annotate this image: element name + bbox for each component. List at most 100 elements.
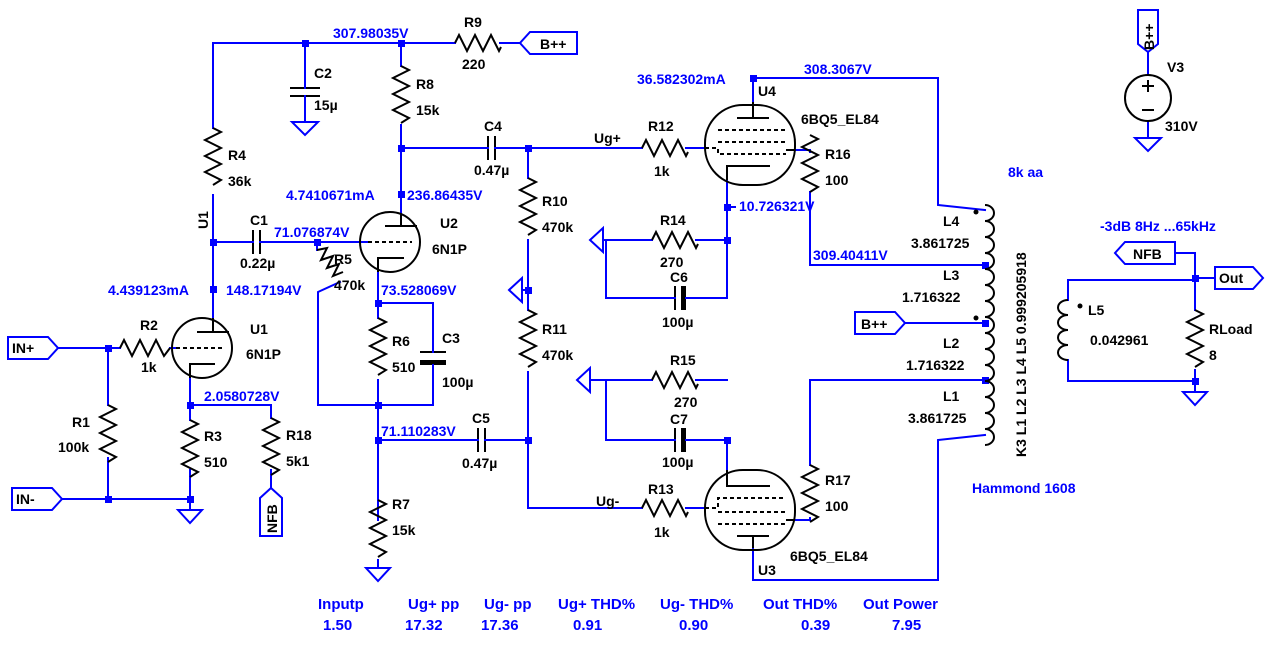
- voltage-b-plus-rail: 307.98035V: [333, 25, 409, 41]
- voltage-u1-plate: 148.17194V: [226, 282, 302, 298]
- r11-value: 470k: [542, 347, 573, 363]
- current-u2-plate: 4.7410671mA: [286, 187, 375, 203]
- c5-value: 0.47µ: [462, 455, 497, 471]
- r4-value: 36k: [228, 173, 252, 189]
- r15-label: R15: [670, 352, 696, 368]
- rload-label: RLoad: [1209, 321, 1253, 337]
- transformer: [973, 204, 1083, 446]
- r7-value: 15k: [392, 522, 416, 538]
- c3-value: 100µ: [442, 374, 473, 390]
- u3-pentode: [704, 469, 796, 551]
- measurement-value: 17.32: [405, 617, 443, 634]
- r3-resistor: [179, 419, 201, 478]
- r3-label: R3: [204, 428, 222, 444]
- voltage-u2-cathode: 73.528069V: [381, 282, 457, 298]
- r10-value: 470k: [542, 219, 573, 235]
- r6-resistor: [367, 317, 389, 376]
- u3-label: U3: [758, 562, 776, 578]
- c3-capacitor: [420, 341, 446, 371]
- r13-label: R13: [648, 481, 674, 497]
- current-u1-plate: 4.439123mA: [108, 282, 189, 298]
- nfb-port-left-label: NFB: [264, 504, 280, 533]
- bpp-port-v3: [1137, 9, 1159, 54]
- in-plus-port: [7, 336, 60, 360]
- measurement-value: 7.95: [892, 617, 921, 634]
- u4-pentode: [704, 102, 796, 186]
- r14-resistor: [651, 229, 699, 251]
- voltage-u3-plate: 309.40411V: [813, 247, 888, 263]
- ground-icon: [1180, 391, 1210, 407]
- c1-capacitor: [242, 230, 271, 254]
- voltage-pi-lower: 71.110283V: [381, 423, 456, 439]
- v3-voltage-source: [1124, 74, 1172, 122]
- r2-value: 1k: [141, 359, 157, 375]
- out-port: [1214, 266, 1265, 290]
- voltage-u1-cathode: 2.0580728V: [204, 388, 280, 404]
- ground-arrow-icon: [588, 225, 604, 255]
- l3-value: 1.716322: [902, 289, 961, 305]
- ug-minus-label: Ug-: [596, 493, 620, 509]
- nfb-port-left: [259, 486, 283, 537]
- measurement-value: 0.91: [573, 617, 602, 634]
- rload-value: 8: [1209, 347, 1217, 363]
- r8-label: R8: [416, 76, 434, 92]
- c6-capacitor: [667, 286, 701, 310]
- measurement-value: 1.50: [323, 617, 352, 634]
- c3-label: C3: [442, 330, 460, 346]
- resistors: [97, 32, 1206, 558]
- r12-resistor: [641, 137, 689, 159]
- u1-vertical-label: U1: [195, 211, 211, 229]
- c4-value: 0.47µ: [474, 162, 509, 178]
- u1-value: 6N1P: [246, 346, 281, 362]
- ground-icon: [175, 509, 205, 525]
- tubes: [171, 102, 796, 551]
- r8-value: 15k: [416, 102, 440, 118]
- r2-label: R2: [140, 317, 158, 333]
- r7-label: R7: [392, 496, 410, 512]
- r7-resistor: [367, 499, 389, 558]
- ug-plus-label: Ug+: [594, 130, 621, 146]
- v3-label: V3: [1167, 59, 1184, 75]
- bpp-port-mid-label: B++: [861, 316, 887, 332]
- r15-resistor: [651, 369, 699, 391]
- ground-icon: [1132, 137, 1164, 153]
- transformer-name: Hammond 1608: [972, 480, 1076, 496]
- c5-capacitor: [467, 428, 496, 452]
- l3-label: L3: [943, 267, 960, 283]
- r14-value: 270: [660, 254, 684, 270]
- bpp-port-mid: [854, 311, 907, 335]
- measurement-value: 0.90: [679, 617, 708, 634]
- c1-value: 0.22µ: [240, 255, 275, 271]
- r6-value: 510: [392, 359, 416, 375]
- r11-resistor: [517, 309, 539, 368]
- r4-label: R4: [228, 147, 246, 163]
- r13-resistor: [641, 497, 689, 519]
- r17-label: R17: [825, 472, 851, 488]
- l1-label: L1: [943, 388, 960, 404]
- c2-capacitor: [290, 77, 320, 106]
- v3-value: 310V: [1165, 118, 1198, 134]
- u2-label: U2: [440, 215, 458, 231]
- ground-icon: [289, 121, 321, 137]
- r18-resistor: [260, 417, 282, 476]
- wires: [57, 42, 1216, 581]
- in-minus-port: [11, 487, 64, 511]
- transformer-primary-coil: [984, 204, 995, 446]
- u1-triode: [171, 317, 233, 379]
- out-port-label: Out: [1219, 270, 1243, 286]
- ground-arrow-icon: [507, 275, 523, 305]
- r17-value: 100: [825, 498, 849, 514]
- l2-value: 1.716322: [906, 357, 965, 373]
- c6-label: C6: [670, 269, 688, 285]
- measurement-name: Out Power: [863, 596, 938, 613]
- nfb-port-right-label: NFB: [1133, 246, 1162, 262]
- r1-label: R1: [72, 414, 90, 430]
- measurement-results: Inputp 1.50 Ug+ pp 17.32 Ug- pp 17.36 Ug…: [318, 596, 938, 634]
- l5-secondary-coil: [1057, 299, 1069, 361]
- u4-value: 6BQ5_EL84: [801, 111, 879, 127]
- r1-value: 100k: [58, 439, 89, 455]
- c5-label: C5: [472, 410, 490, 426]
- u3-value: 6BQ5_EL84: [790, 548, 868, 564]
- current-u4-plate: 36.582302mA: [637, 71, 726, 87]
- grounds: [175, 121, 1210, 583]
